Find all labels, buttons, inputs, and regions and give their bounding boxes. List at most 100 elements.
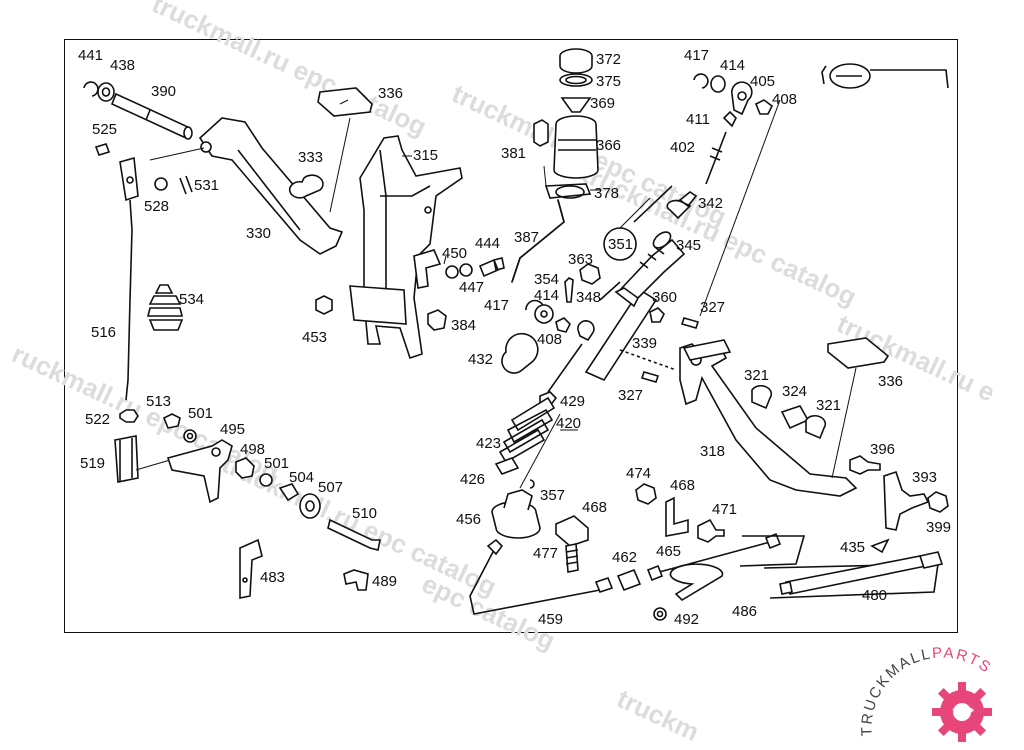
label-525: 525 (92, 121, 117, 138)
truckmall-parts-logo: TRUCKMALLPARTS (858, 644, 993, 742)
bush-333 (288, 174, 324, 199)
shaft-390 (110, 92, 192, 140)
label-468a: 468 (582, 499, 607, 516)
pedal-assembly-right (679, 337, 949, 554)
seal-345 (652, 231, 672, 249)
gear-icon (932, 682, 992, 742)
rod-429 (547, 343, 583, 393)
label-453: 453 (302, 329, 327, 346)
nut-528 (154, 177, 168, 191)
clip-468a (555, 515, 589, 547)
label-447: 447 (459, 279, 484, 296)
label-465: 465 (656, 543, 681, 560)
label-375: 375 (596, 73, 621, 90)
bolt-510 (327, 518, 381, 551)
label-411: 411 (686, 111, 710, 128)
label-399: 399 (926, 519, 951, 536)
washer-492 (653, 607, 667, 621)
label-456: 456 (456, 511, 481, 528)
hose-480 (784, 555, 928, 595)
label-336a: 336 (378, 85, 403, 102)
label-348: 348 (576, 289, 601, 306)
filter-369 (560, 97, 592, 113)
label-426: 426 (460, 471, 485, 488)
coupling-462 (616, 568, 642, 592)
label-336b: 336 (878, 373, 903, 390)
label-486: 486 (732, 603, 757, 620)
watermark-8: truckm (612, 683, 703, 747)
label-510: 510 (352, 505, 377, 522)
label-378: 378 (594, 185, 619, 202)
label-423: 423 (476, 435, 501, 452)
bolt-396 (849, 455, 881, 475)
label-531: 531 (194, 177, 219, 194)
label-522: 522 (85, 411, 110, 428)
circlip-357 (529, 479, 535, 489)
bracket-assembly (315, 135, 505, 360)
label-516: 516 (91, 324, 116, 341)
labels: 441 438 390 336 525 333 315 531 528 330 … (78, 47, 951, 628)
master-cylinder-group (564, 99, 781, 383)
clevis-348 (577, 320, 595, 342)
label-474: 474 (626, 465, 651, 482)
label-366: 366 (596, 137, 621, 154)
label-459: 459 (538, 611, 563, 628)
label-390: 390 (151, 83, 176, 100)
orientation-symbol (821, 63, 949, 89)
label-414a: 414 (534, 287, 559, 304)
clevis-upper (119, 156, 139, 202)
label-468b: 468 (670, 477, 695, 494)
pedal-arm-330 (198, 117, 344, 255)
nut-513 (162, 413, 181, 429)
label-327b: 327 (618, 387, 643, 404)
label-441: 441 (78, 47, 103, 64)
label-351: 351 (608, 236, 633, 253)
label-417a: 417 (484, 297, 509, 314)
label-324: 324 (782, 383, 807, 400)
label-495: 495 (220, 421, 245, 438)
bolt-471 (697, 518, 725, 543)
label-333: 333 (298, 149, 323, 166)
bush-324 (780, 405, 810, 430)
label-357: 357 (540, 487, 565, 504)
label-429: 429 (560, 393, 585, 410)
bush-408b (754, 99, 774, 115)
bush-321a (751, 385, 773, 410)
label-471: 471 (712, 501, 737, 518)
leader-lines (339, 99, 600, 431)
label-492: 492 (674, 611, 699, 628)
seal-375 (559, 73, 593, 87)
label-360: 360 (652, 289, 677, 306)
pedal-pad-336b (827, 337, 890, 369)
nut-363 (579, 263, 601, 285)
label-489: 489 (372, 573, 397, 590)
label-318: 318 (700, 443, 725, 460)
bush-408a (555, 317, 571, 333)
washer-414b (710, 75, 726, 93)
label-462: 462 (612, 549, 637, 566)
bracket-483 (239, 538, 263, 599)
label-432: 432 (468, 351, 493, 368)
label-435: 435 (840, 539, 865, 556)
label-534: 534 (179, 291, 204, 308)
boot-534 (146, 284, 184, 331)
label-339: 339 (632, 335, 657, 352)
clevis-519 (114, 435, 139, 483)
washer-501a (183, 429, 197, 443)
nut-474 (635, 483, 657, 505)
label-321b: 321 (816, 397, 841, 414)
label-369: 369 (590, 95, 615, 112)
seal-342 (666, 191, 698, 220)
nut-399 (927, 491, 949, 513)
lower-small-parts (469, 483, 944, 621)
label-342: 342 (698, 195, 723, 212)
spring-423 (498, 396, 556, 464)
nut-384 (427, 309, 447, 331)
label-498: 498 (240, 441, 265, 458)
label-354: 354 (534, 271, 559, 288)
label-480: 480 (862, 587, 887, 604)
label-384: 384 (451, 317, 476, 334)
circlip-441 (83, 81, 99, 97)
pin-525 (94, 143, 111, 156)
clevis-405 (731, 81, 753, 116)
